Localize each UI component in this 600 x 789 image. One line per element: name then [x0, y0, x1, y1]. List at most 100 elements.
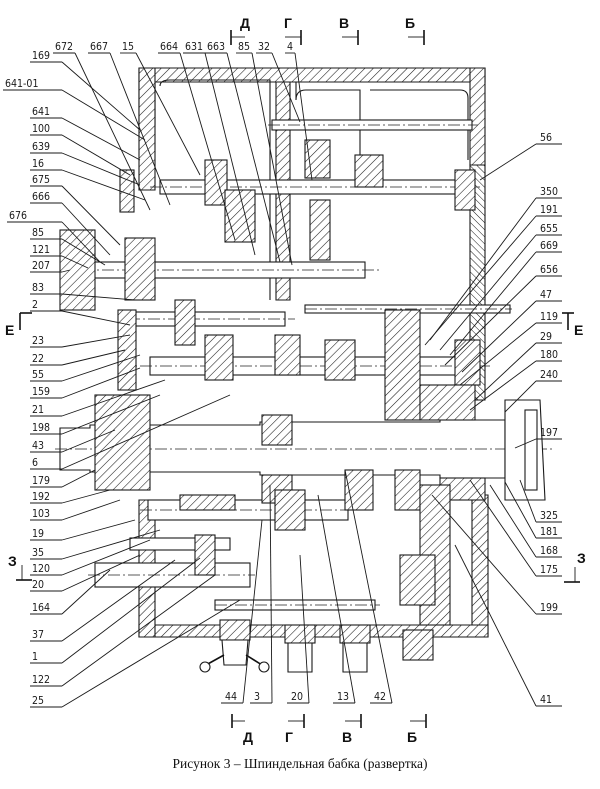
callout-left-18-leader [61, 379, 166, 417]
callout-left-9-leader [61, 238, 106, 266]
callout-left-19-label: 198 [32, 422, 50, 434]
callout-top-2-label: 15 [122, 41, 134, 53]
section-mark-z: З З [8, 550, 586, 583]
callout-right-13-label: 181 [540, 526, 558, 538]
callout-right-10-label: 240 [540, 369, 558, 381]
callout-left-21-label: 6 [32, 457, 38, 469]
callout-left-16-label: 55 [32, 369, 44, 381]
callout-right-13-leader [504, 481, 537, 539]
callout-left-1-leader [61, 89, 146, 141]
callout-top-3-label: 664 [160, 41, 178, 53]
callout-right-9-label: 180 [540, 349, 558, 361]
callout-bottom-3-label: 13 [337, 691, 349, 703]
callout-top-0-label: 672 [55, 41, 73, 53]
callout-bottom-1-label: 3 [254, 691, 260, 703]
callout-right-17-label: 41 [540, 694, 552, 706]
callout-left-25-label: 19 [32, 528, 44, 540]
section-mark-bottom-g: Г [285, 729, 293, 745]
callout-left-10-label: 121 [32, 244, 50, 256]
callout-right-6-leader [461, 300, 537, 373]
callout-left-14-leader [61, 334, 131, 348]
callout-left-20-label: 43 [32, 440, 44, 452]
callout-right-0-label: 56 [540, 132, 552, 144]
callout-right-8-label: 29 [540, 331, 552, 343]
callout-left-29-label: 164 [32, 602, 50, 614]
callout-left-7-label: 666 [32, 191, 50, 203]
callout-bottom-3-leader [317, 494, 356, 704]
callout-right-0-leader [479, 143, 537, 181]
callout-left-2-leader [61, 117, 141, 161]
callout-left-1-label: 641-01 [5, 78, 38, 90]
callout-left-20-leader [61, 429, 116, 453]
callout-right-17-leader [454, 544, 537, 707]
callout-left-23-label: 192 [32, 491, 50, 503]
callout-top-4-label: 631 [185, 41, 203, 53]
callout-left-24-label: 103 [32, 508, 50, 520]
section-mark-z-left: З [8, 553, 17, 569]
section-mark-top-v: В [339, 15, 349, 31]
callout-left-13-label: 2 [32, 299, 38, 311]
callout-right-16-leader [431, 494, 537, 615]
callout-right-15-leader [469, 479, 537, 577]
callout-left-30-leader [61, 559, 176, 642]
section-marks-bottom: Д Г В Б [231, 714, 427, 745]
callout-right-2-label: 191 [540, 204, 558, 216]
callout-left-29-leader [61, 569, 111, 615]
callout-right-12-label: 325 [540, 510, 558, 522]
callout-right-3-leader [439, 234, 537, 351]
callout-left-22-leader [61, 469, 96, 488]
callout-left-28-leader [61, 554, 141, 592]
callout-top-1-label: 667 [90, 41, 108, 53]
callout-right-2-leader [424, 215, 537, 346]
callout-left-19-leader [61, 394, 161, 435]
callout-left-26-leader [61, 529, 161, 560]
callout-top-1-leader [109, 52, 171, 206]
callout-left-13-leader [61, 310, 131, 326]
callout-bottom-4-label: 42 [374, 691, 386, 703]
callout-left-25-leader [61, 519, 136, 541]
callout-left-0-leader [61, 61, 141, 131]
callout-left-22-label: 179 [32, 475, 50, 487]
section-mark-bottom-v: В [342, 729, 352, 745]
callout-left-12-label: 83 [32, 282, 44, 294]
callout-right-9-leader [469, 360, 537, 411]
callout-left-28-label: 20 [32, 579, 44, 591]
callout-right-7-label: 119 [540, 311, 558, 323]
callout-left-31-label: 1 [32, 651, 38, 663]
callout-top-3-leader [179, 52, 236, 241]
callout-right-4-leader [449, 251, 537, 356]
callout-top-5-label: 663 [207, 41, 225, 53]
callout-bottom-0-label: 44 [225, 691, 237, 703]
callout-right-14-label: 168 [540, 545, 558, 557]
callout-top-2-leader [135, 52, 201, 176]
callout-left-16-leader [61, 354, 141, 382]
callout-top-8-leader [294, 52, 313, 181]
callout-left-27-leader [61, 539, 151, 576]
callout-bottom-2-label: 20 [291, 691, 303, 703]
callout-right-12-leader [519, 479, 537, 523]
section-mark-bottom-b: Б [407, 729, 417, 745]
callout-left-7-leader [61, 202, 111, 256]
callout-left-12-leader [61, 293, 136, 301]
callout-top-4-leader [204, 52, 256, 256]
callout-left-27-label: 120 [32, 563, 50, 575]
callout-left-23-leader [61, 489, 111, 504]
callout-left-6-label: 675 [32, 174, 50, 186]
callout-top-6-label: 85 [238, 41, 250, 53]
callout-right-1-label: 350 [540, 186, 558, 198]
callout-right-15-label: 175 [540, 564, 558, 576]
callout-right-11-label: 197 [540, 427, 558, 439]
callout-left-8-leader [61, 221, 101, 263]
callout-left-9-label: 85 [32, 227, 44, 239]
callout-left-14-label: 23 [32, 335, 44, 347]
callout-left-5-label: 16 [32, 158, 44, 170]
callout-left-33-leader [61, 599, 241, 708]
section-mark-e-right: Е [574, 322, 583, 338]
callout-left-30-label: 37 [32, 629, 44, 641]
section-marks-top: Д Г В Б [230, 15, 425, 45]
callout-top-5-leader [226, 52, 281, 263]
callout-left-31-leader [61, 557, 201, 664]
callout-left-26-label: 35 [32, 547, 44, 559]
